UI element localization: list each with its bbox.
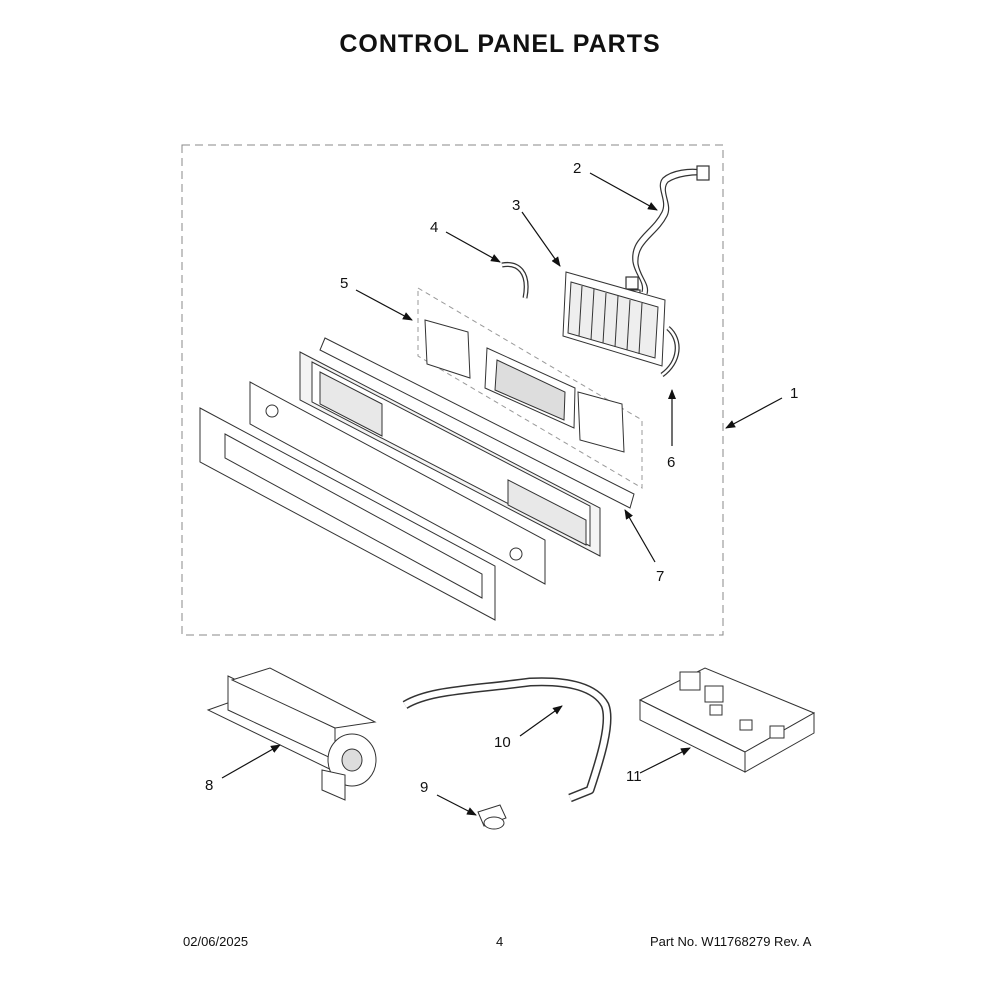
leader-arrows xyxy=(221,172,783,816)
footer-part-number: Part No. W11768279 Rev. A xyxy=(650,934,812,949)
callout-10: 10 xyxy=(494,734,511,751)
overlay-bracket-part xyxy=(562,271,666,367)
callout-5: 5 xyxy=(340,275,348,292)
blower-motor-part xyxy=(206,667,377,801)
callout-11: 11 xyxy=(626,768,642,785)
display-board-group xyxy=(417,287,643,489)
callout-8: 8 xyxy=(205,777,213,794)
thermostat-part xyxy=(477,804,507,830)
callout-6: 6 xyxy=(667,454,675,471)
page-title: CONTROL PANEL PARTS xyxy=(339,30,661,58)
assembly-boundary xyxy=(181,144,724,636)
callout-7: 7 xyxy=(656,568,664,585)
cable-clip-part xyxy=(501,261,529,299)
callout-3: 3 xyxy=(512,197,520,214)
callout-1: 1 xyxy=(790,385,798,402)
glass-panel-part xyxy=(249,381,546,585)
front-trim-part xyxy=(199,407,496,621)
callout-4: 4 xyxy=(430,219,438,236)
footer-date: 02/06/2025 xyxy=(183,934,249,949)
callout-2: 2 xyxy=(573,160,581,177)
callout-9: 9 xyxy=(420,779,428,796)
control-board-part xyxy=(638,667,816,773)
wire-harness-part xyxy=(625,165,710,299)
footer-page-number: 4 xyxy=(496,934,504,949)
console-frame-part xyxy=(299,337,635,557)
